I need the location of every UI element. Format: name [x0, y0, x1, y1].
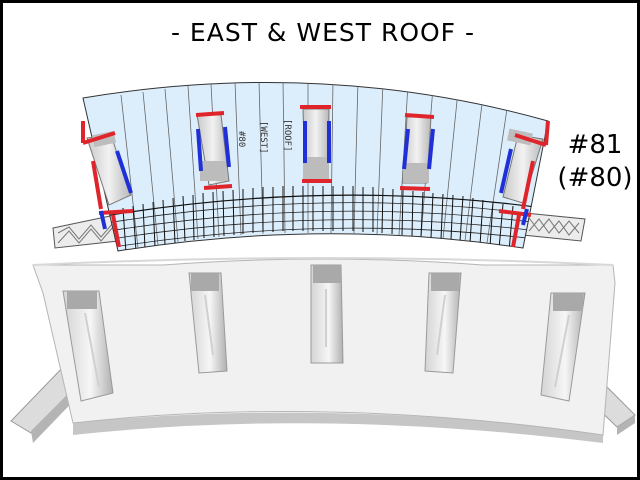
roof-pillar-5: [498, 120, 550, 248]
alt-part-number: (#80): [557, 163, 633, 193]
roof-marking-side: [WEST]: [258, 121, 268, 154]
page-title: - EAST & WEST ROOF -: [170, 18, 476, 47]
roof-pillar-2: [195, 111, 233, 190]
left-truss-strip: [52, 214, 119, 249]
roof-marking-roof: [ROOF]: [282, 119, 292, 152]
model-gusset-2: [188, 272, 228, 374]
right-truss-strip: [522, 212, 586, 242]
roof-sheet: #80 [WEST] [ROOF]: [52, 82, 586, 252]
assembled-roof-model: [10, 257, 636, 443]
roof-grid: [92, 82, 544, 251]
part-number: #81: [567, 130, 623, 160]
roof-pillar-1: [81, 121, 134, 248]
model-gusset-3: [310, 264, 344, 364]
model-gusset-1: [62, 290, 114, 402]
model-gusset-5: [540, 292, 586, 402]
roof-diagram: #80 [WEST] [ROOF]: [10, 82, 636, 443]
part-number-label: #81 (#80): [547, 129, 637, 195]
roof-pillar-4: [399, 113, 435, 191]
model-gusset-4: [424, 272, 462, 374]
roof-pillar-3: [300, 105, 332, 183]
roof-marking-part: #80: [236, 131, 246, 147]
